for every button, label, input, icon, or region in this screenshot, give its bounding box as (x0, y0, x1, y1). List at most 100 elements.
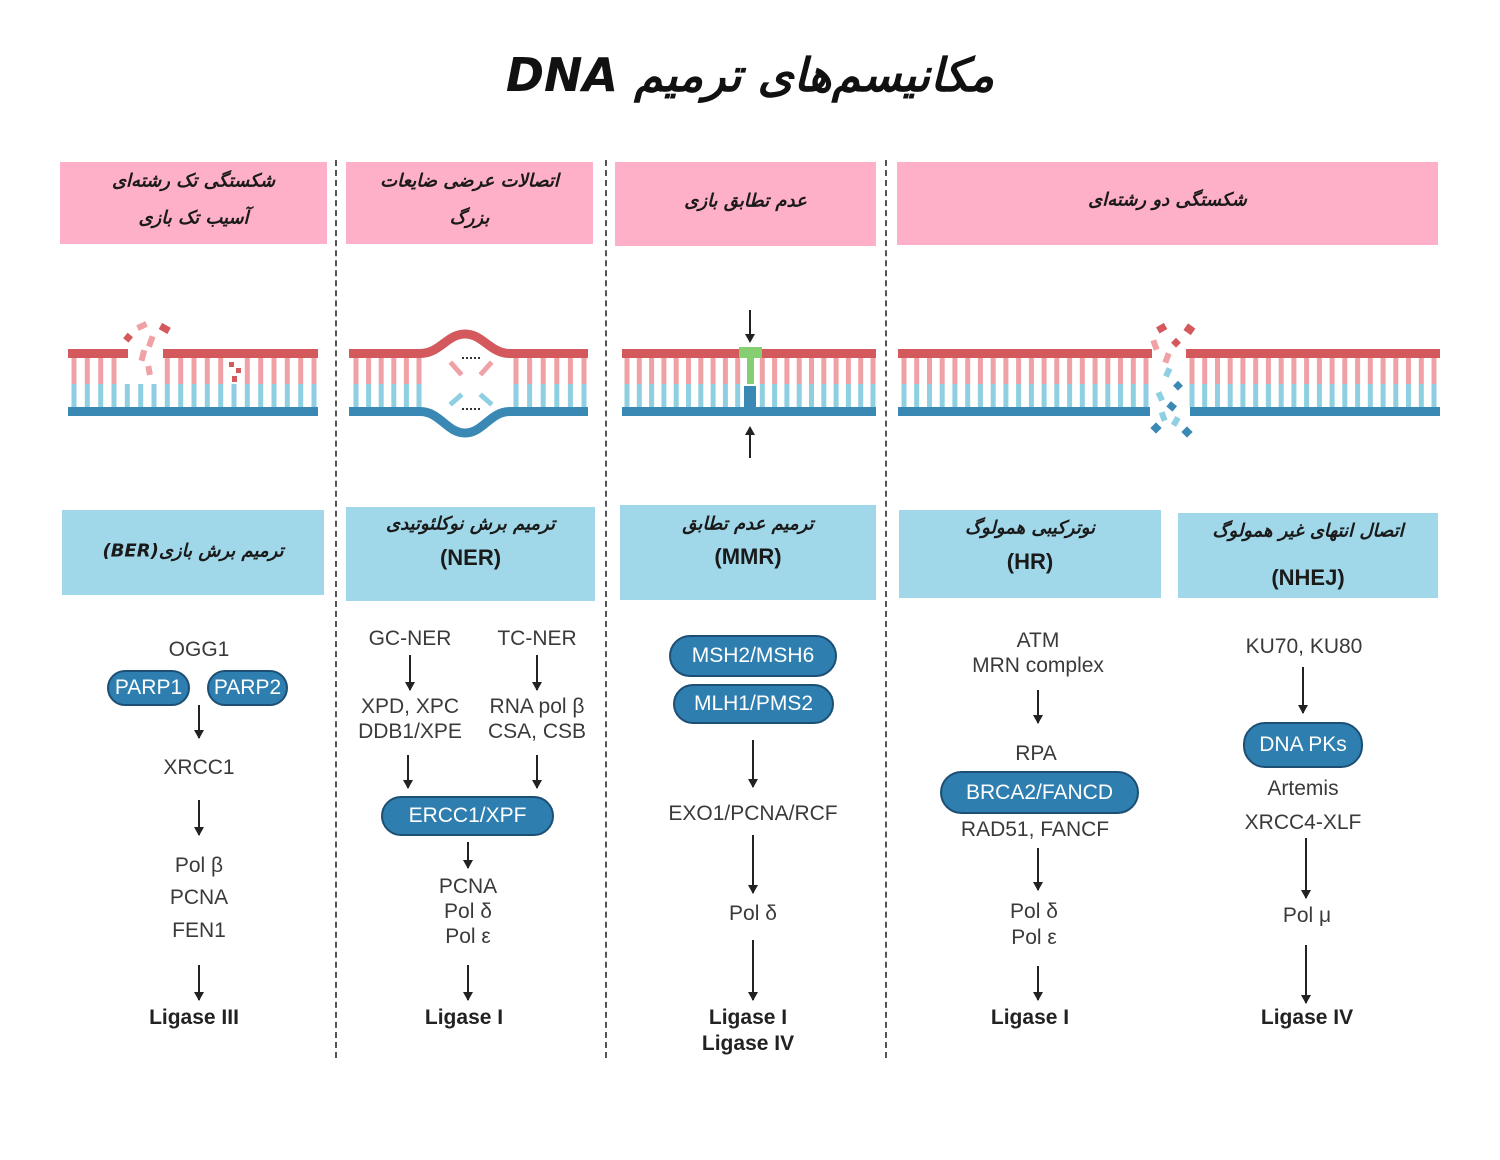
base-pair-rung (965, 358, 971, 384)
mmr-ligase-label: Ligase IV (701, 1032, 795, 1055)
mismatched-base (739, 347, 762, 358)
broken-strand-fragment (136, 321, 148, 331)
damage-header-line: آسیب تک بازی (138, 207, 249, 229)
nhej-sensor-label: KU70, KU80 (1245, 635, 1363, 658)
damage-header-single-strand-break: شکستگی تک رشته‌ای آسیب تک بازی (60, 162, 327, 244)
base-pair-rung (378, 358, 384, 384)
base-pair-rung (84, 384, 90, 407)
bottom-strand (622, 407, 876, 416)
base-pair-rung (796, 384, 802, 407)
top-strand (163, 349, 318, 358)
nhej-processing-label: Artemis (1267, 777, 1339, 800)
up-arrow-icon (745, 426, 755, 458)
base-pair-rung (513, 384, 519, 407)
base-pair-rung (1003, 384, 1009, 407)
broken-strand-fragment (1150, 422, 1162, 434)
base-pair-rung (977, 358, 983, 384)
pathway-abbreviation: (NER) (439, 545, 502, 570)
dna-single-strand-break (68, 321, 318, 416)
base-pair-rung (952, 384, 958, 407)
base-pair-rung (1054, 358, 1060, 384)
base-pair-rung (1067, 358, 1073, 384)
base-pair-rung (870, 358, 876, 384)
base-pair-rungs (71, 358, 317, 407)
base-pair-rung (833, 384, 839, 407)
base-pair-rung (1240, 358, 1246, 384)
unpaired-base (448, 360, 464, 377)
base-pair-rung (1079, 358, 1085, 384)
base-pair-rung (1105, 358, 1111, 384)
nhej-ligase-label: Ligase IV (1260, 1006, 1354, 1029)
base-pair-rung (636, 384, 642, 407)
protein-pill-parp2: PARP2 (207, 670, 288, 706)
base-pair-rung (686, 358, 691, 384)
base-pair-rung (809, 384, 814, 407)
base-pair-rung (858, 358, 864, 384)
base-pair-rung (71, 384, 77, 407)
dna-damage-illustrations (68, 310, 1440, 458)
broken-strand-fragment (1183, 323, 1196, 336)
base-pair-rung (1355, 358, 1361, 384)
nhej-processing-label: XRCC4-XLF (1244, 811, 1362, 834)
base-pair-rung (649, 384, 655, 407)
base-pair-rung (204, 358, 210, 384)
base-pair-rung (124, 384, 130, 407)
base-pair-rung (636, 358, 642, 384)
base-pair-rung (284, 384, 290, 407)
base-pair-rung (554, 384, 560, 407)
base-pair-rungs (1189, 358, 1437, 407)
base-pair-rung (1342, 358, 1348, 384)
base-pair-rung (990, 384, 996, 407)
base-pair-rung (722, 358, 728, 384)
ner-synthesis-label: PCNA (438, 875, 498, 898)
column-divider (885, 160, 887, 1058)
base-pair-rung (1393, 384, 1399, 407)
down-arrow-icon (532, 655, 542, 691)
protein-pill-parp1: PARP1 (107, 670, 190, 706)
base-pair-rung (698, 384, 704, 407)
mmr-excision-label: EXO1/PCNA/RCF (668, 802, 838, 825)
base-pair-rung (111, 358, 117, 384)
base-pair-rung (1041, 384, 1047, 407)
base-pair-rung (111, 384, 117, 407)
broken-strand-fragment (1162, 352, 1172, 364)
base-pair-rung (581, 358, 587, 384)
hr-sensor-label: ATM (1016, 629, 1060, 652)
base-pair-rung (178, 358, 184, 384)
base-pair-rung (939, 358, 945, 384)
base-pair-rung (567, 358, 573, 384)
base-pair-rung (914, 384, 920, 407)
base-pair-rung (1291, 384, 1297, 407)
base-pair-rung (1253, 358, 1259, 384)
base-pair-rung (1329, 384, 1335, 407)
mmr-polymerase-label: Pol δ (729, 902, 777, 925)
broken-strand-fragment (138, 349, 148, 362)
pathway-header-line: ترمیم برش بازی(BER) (102, 540, 284, 562)
ner-branch-label: GC-NER (368, 627, 452, 650)
dna-double-strand-break (898, 322, 1440, 438)
down-arrow-icon (748, 940, 758, 1001)
down-arrow-icon (463, 965, 473, 1001)
unpaired-base (478, 392, 494, 407)
protein-pill-mlh1-pms2: MLH1/PMS2 (673, 684, 834, 724)
ber-processing-label: Pol β (174, 854, 224, 877)
top-strand (1186, 349, 1440, 358)
damage-header-bulky-adducts: اتصالات عرضی ضایعات بزرگ (346, 162, 593, 244)
broken-strand-fragment (158, 322, 171, 334)
ner-branch-label: TC-NER (497, 627, 577, 650)
base-pair-rung (1227, 358, 1233, 384)
damage-header-line: عدم تطابق بازی (684, 190, 807, 212)
base-pair-rung (311, 358, 317, 384)
down-arrow-icon (1301, 945, 1311, 1004)
broken-strand-fragment (1181, 426, 1193, 438)
hr-ligase-label: Ligase I (990, 1006, 1070, 1029)
base-pair-rung (1215, 358, 1220, 384)
base-pair-rung (366, 384, 372, 407)
base-pair-rungs (901, 358, 1149, 407)
damage-header-double-strand-break: شکستگی دو رشته‌ای (897, 162, 1438, 245)
base-pair-rung (735, 358, 741, 384)
down-arrow-icon (403, 755, 413, 789)
base-pair-rung (990, 358, 996, 384)
base-pair-rung (98, 384, 104, 407)
pathway-header-line: ترمیم عدم تطابق (682, 513, 814, 535)
